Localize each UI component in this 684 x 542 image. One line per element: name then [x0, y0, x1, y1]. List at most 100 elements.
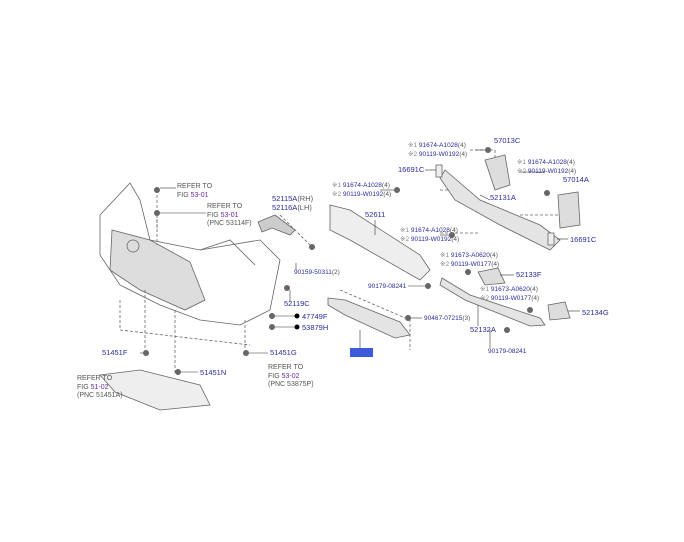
part-90467-07215[interactable]: 90467-07215(3)	[424, 314, 470, 323]
clip-icon	[243, 350, 249, 356]
pnc-text: (PNC 53114F)	[207, 220, 252, 227]
bolt-icon	[449, 232, 455, 238]
part-52611[interactable]: 52611	[365, 210, 386, 219]
part-number: 90119-W0177	[450, 260, 492, 268]
part-number: 91673-A0620	[450, 252, 490, 259]
quantity: (4)	[449, 227, 458, 234]
nut-icon	[405, 315, 411, 321]
quantity: (4)	[451, 235, 460, 243]
part-90179-08241[interactable]: 90179-08241	[488, 348, 527, 355]
part-number: 91674-A1028	[410, 227, 450, 234]
energy-absorber	[329, 204, 431, 281]
part-number: 90159-50311	[294, 269, 332, 276]
part-57014A[interactable]: 57014A	[563, 175, 589, 184]
nut-icon	[504, 327, 510, 333]
clip-icon	[175, 369, 181, 375]
mark: ※2	[332, 190, 342, 198]
part-number: 52116A	[272, 203, 298, 212]
refer-note-3: REFER TO FIG 53-02 (PNC 53875P)	[268, 364, 314, 390]
bolt-note[interactable]: ※1 91674-A1028(4) ※2 90119-W0192(4)	[408, 142, 467, 159]
part-52131A[interactable]: 52131A	[490, 193, 516, 202]
quantity: (4)	[381, 182, 390, 189]
pnc-text: (PNC 53875P)	[268, 381, 314, 388]
part-52618[interactable]: 52618	[350, 348, 373, 357]
part-number: 90119-W0192	[418, 150, 460, 158]
bolt-icon	[485, 147, 491, 153]
quantity: (4)	[491, 260, 500, 268]
part-16691C[interactable]: 16691C	[570, 235, 597, 244]
highlighted-part-number: 52618	[350, 348, 373, 357]
bumper-cover	[99, 182, 281, 326]
part-number: 90467-07215	[424, 315, 463, 322]
grommet-icon	[294, 313, 300, 319]
quantity: (4)	[457, 142, 466, 149]
part-90179-08241[interactable]: 90179-08241	[368, 283, 407, 290]
pnc-text: (PNC 51451A)	[77, 392, 123, 399]
fig-link[interactable]: 53-02	[281, 372, 300, 380]
bolt-note[interactable]: ※1 91673-A0620(4) ※2 90119-W0177(4)	[480, 286, 539, 303]
clip-icon	[284, 285, 290, 291]
part-90159-50311[interactable]: 90159-50311(2)	[294, 268, 340, 277]
quantity: (4)	[459, 150, 468, 158]
quantity: (4)	[531, 294, 540, 302]
part-51451N[interactable]: 51451N	[200, 368, 227, 377]
refer-note-4: REFER TO FIG 51-02 (PNC 51451A)	[77, 375, 123, 401]
side-text: (LH)	[297, 203, 312, 212]
side-text: (RH)	[297, 194, 314, 203]
clip-icon	[154, 210, 160, 216]
part-47749F[interactable]: 47749F	[302, 312, 328, 321]
fig-link[interactable]: 51-02	[90, 383, 109, 391]
mark: ※1	[408, 142, 418, 149]
grommet-icon	[294, 324, 300, 330]
clip-icon	[154, 187, 160, 193]
mark: ※2	[408, 150, 418, 158]
pad-16691C-a	[435, 164, 443, 178]
mark: ※1	[517, 159, 527, 166]
part-number: 91674-A1028	[527, 159, 567, 166]
part-57013C[interactable]: 57013C	[494, 136, 521, 145]
nut-icon	[425, 283, 431, 289]
bolt-icon	[544, 190, 550, 196]
refer-text: REFER TO	[177, 183, 213, 190]
part-number: 90119-W0177	[490, 294, 532, 302]
bracket-52133F	[477, 267, 506, 286]
part-52134G[interactable]: 52134G	[582, 308, 609, 317]
bolt-icon	[465, 269, 471, 275]
pad-16691C-b	[547, 232, 555, 246]
bolt-note[interactable]: ※1 91674-A1028(4) ※2 90119-W0192(4)	[517, 159, 576, 176]
bolt-note[interactable]: ※1 91673-A0620(4) ※2 90119-W0177(4)	[440, 252, 499, 269]
part-52115A[interactable]: 52115A(RH)	[272, 194, 313, 203]
bolt-icon	[309, 244, 315, 250]
part-53879H[interactable]: 53879H	[302, 323, 329, 332]
bolt-note[interactable]: ※1 91674-A1028(4) ※2 90119-W0192(4)	[400, 227, 459, 244]
mark: ※1	[332, 182, 342, 189]
bolt-icon	[527, 307, 533, 313]
fig-link[interactable]: 53-01	[190, 191, 209, 199]
quantity: (4)	[568, 167, 577, 175]
part-51451F[interactable]: 51451F	[102, 348, 128, 357]
grille	[109, 229, 206, 311]
quantity: (4)	[489, 252, 498, 259]
part-51451G[interactable]: 51451G	[270, 348, 297, 357]
bolt-note[interactable]: ※1 91674-A1028(4) ※2 90119-W0192(4)	[332, 182, 391, 199]
part-number: 90119-W0192	[342, 190, 384, 198]
fig-prefix: FIG	[177, 191, 191, 199]
part-number: 90119-W0192	[410, 235, 452, 243]
quantity: (4)	[566, 159, 575, 166]
part-16691C[interactable]: 16691C	[398, 165, 425, 174]
mark: ※2	[480, 294, 490, 302]
refer-text: REFER TO	[268, 364, 304, 371]
fig-link[interactable]: 53-01	[220, 211, 239, 219]
bracket-52134G	[547, 301, 571, 321]
mark: ※2	[400, 235, 410, 243]
part-52132A[interactable]: 52132A	[470, 325, 496, 334]
part-52116A[interactable]: 52116A(LH)	[272, 203, 312, 212]
part-52133F[interactable]: 52133F	[516, 270, 542, 279]
refer-text: REFER TO	[77, 375, 113, 382]
part-number: 91673-A0620	[490, 286, 530, 293]
part-52119C[interactable]: 52119C	[284, 299, 310, 308]
refer-text: REFER TO	[207, 203, 243, 210]
clip-icon	[269, 313, 275, 319]
mark: ※1	[440, 252, 450, 259]
